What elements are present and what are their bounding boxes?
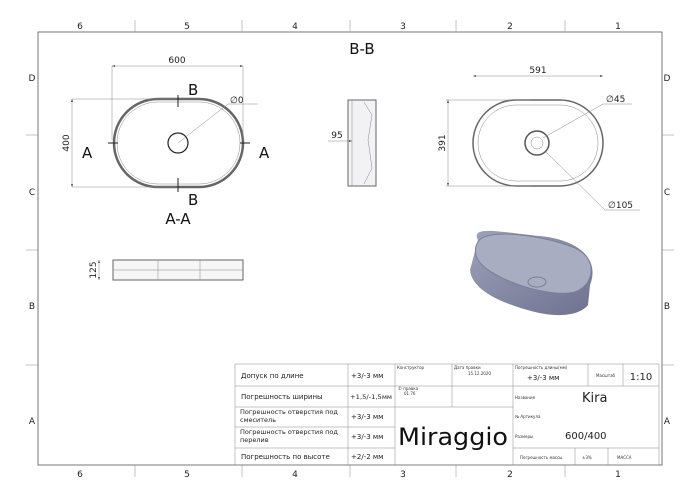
date-value: 15.12.2020 xyxy=(468,371,491,376)
section-b-label: B xyxy=(188,191,198,209)
depth-dim: 95 xyxy=(331,131,342,141)
column-label: 3 xyxy=(400,470,406,480)
section-a-label: A xyxy=(82,144,93,162)
view-title: B-B xyxy=(349,40,374,58)
width-dim: 591 xyxy=(529,66,546,76)
tolerance-value: +3/-3 мм xyxy=(351,433,383,441)
row-label: B xyxy=(664,302,670,312)
column-label: 1 xyxy=(615,470,621,480)
row-label: D xyxy=(29,74,36,84)
date-label: Дата правки xyxy=(454,365,481,370)
row-label: B xyxy=(29,302,35,312)
tolerance-label: Погрешность ширины xyxy=(241,393,323,401)
size-value: 600/400 xyxy=(565,431,607,442)
column-label: 4 xyxy=(292,470,298,480)
tolerance-label-wrap: Погрешность отверстия под смеситель xyxy=(240,408,338,424)
product-name: Kira xyxy=(582,391,607,406)
tolerance-value: +3/-3 мм xyxy=(351,372,383,380)
column-label: 5 xyxy=(184,22,190,32)
drain-hole xyxy=(167,132,189,154)
column-label: 3 xyxy=(400,22,406,32)
plan-view: 591 391 ∅45 ∅105 xyxy=(438,66,640,211)
column-label: 6 xyxy=(77,22,83,32)
mass-tol-label: Погрешность массы xyxy=(520,455,562,460)
length-tol-label: Погрешность длины(мм) xyxy=(515,365,568,370)
view-title: A-A xyxy=(165,210,191,228)
article-label: № Артикула xyxy=(515,414,541,419)
scale-label: Масштаб xyxy=(596,373,616,378)
rights-label: © правка xyxy=(398,386,419,391)
title-block: Допуск по длине +3/-3 мм Погрешность шир… xyxy=(234,363,660,466)
brand-logo: Miraggio xyxy=(398,423,508,451)
column-label: 2 xyxy=(507,22,513,32)
rights-value: 01.76 xyxy=(404,391,416,396)
tolerance-label: Погрешность отверстия под смеситель xyxy=(240,408,338,424)
length-tol-value: +3/-3 мм xyxy=(527,374,559,382)
section-bb-view: B-B 95 xyxy=(328,40,377,187)
section-a-label: A xyxy=(259,144,270,162)
outer-drain-dim: ∅105 xyxy=(608,201,633,211)
tolerance-label: Погрешность по высоте xyxy=(241,453,330,461)
row-label: C xyxy=(29,188,35,198)
column-label: 2 xyxy=(507,470,513,480)
scale-value: 1:10 xyxy=(630,372,652,383)
tolerance-value: +1,5/-1,5мм xyxy=(350,393,392,401)
hole-dim: ∅0 xyxy=(230,96,244,106)
column-label: 6 xyxy=(77,470,83,480)
size-label: Размеры xyxy=(515,434,533,439)
tolerance-value: +3/-3 мм xyxy=(351,413,383,421)
mass-tol-value: ±3% xyxy=(582,455,592,460)
width-dim: 600 xyxy=(168,56,185,66)
tolerance-label: Погрешность отверстия под перелив xyxy=(240,428,338,444)
row-label: A xyxy=(664,417,671,427)
designer-label: Конструктор xyxy=(397,365,425,370)
front-view: 125 xyxy=(89,259,244,281)
row-label: D xyxy=(664,74,671,84)
name-label: Название xyxy=(515,395,536,400)
column-label: 4 xyxy=(292,22,298,32)
row-label: A xyxy=(29,417,36,427)
tolerance-value: +2/-2 мм xyxy=(351,453,383,461)
height-dim: 391 xyxy=(438,134,448,151)
basin-3d-render xyxy=(470,230,593,316)
section-b-label: B xyxy=(188,81,198,99)
height-dim: 125 xyxy=(89,261,99,278)
tolerance-label-wrap: Погрешность отверстия под перелив xyxy=(240,428,338,444)
column-label: 1 xyxy=(615,22,621,32)
column-label: 5 xyxy=(184,470,190,480)
tolerance-label: Допуск по длине xyxy=(241,372,304,380)
mass-label: МАССА xyxy=(617,455,632,460)
drain-dim: ∅45 xyxy=(606,95,625,105)
top-view: ∅0 600 400 B B A A A-A xyxy=(62,56,270,228)
row-label: C xyxy=(664,188,670,198)
height-dim: 400 xyxy=(62,134,72,151)
